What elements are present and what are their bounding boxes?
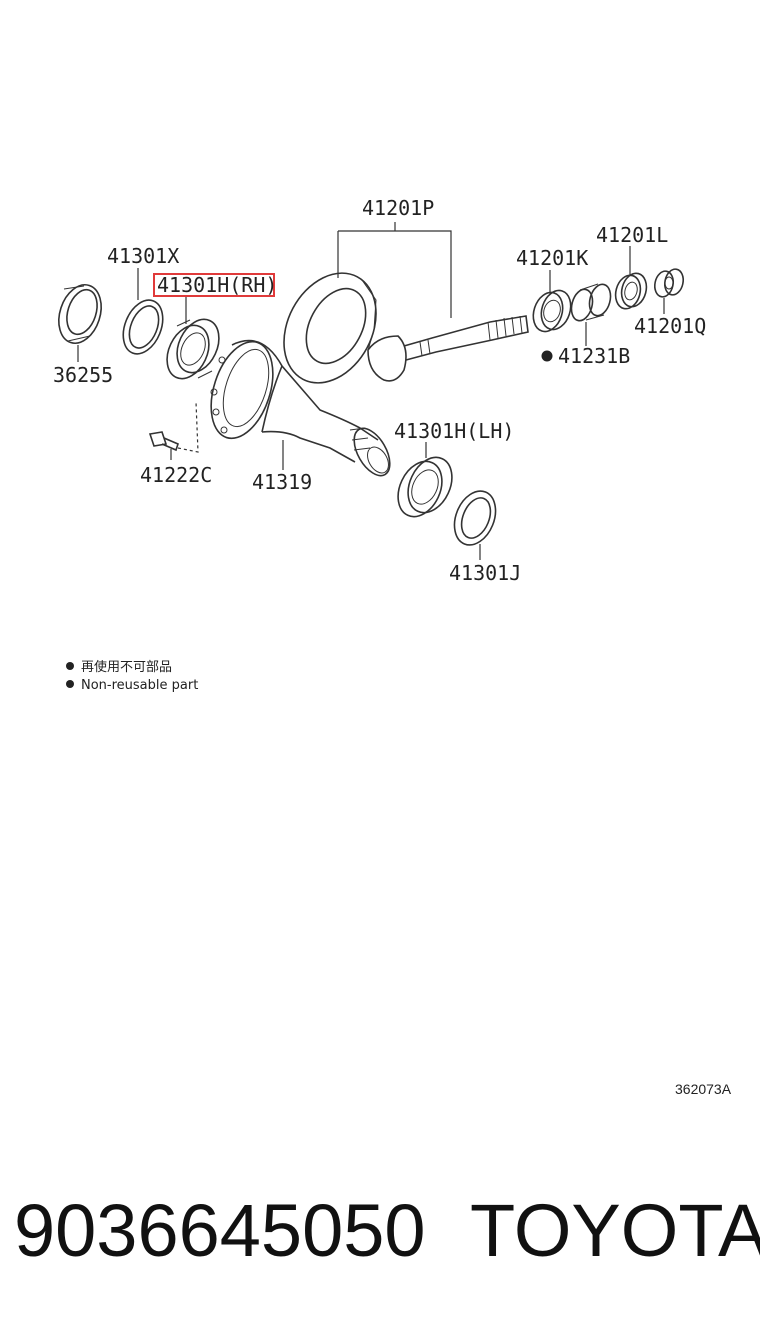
- diagram-ref-code: 362073A: [675, 1081, 732, 1097]
- part-41201L-bearing: [614, 272, 648, 310]
- part-41301H-LH-bearing: [397, 456, 453, 518]
- part-41231B-spacer: [570, 283, 612, 322]
- label-41301H-LH[interactable]: 41301H(LH): [394, 419, 514, 443]
- part-36255-oil-seal: [58, 284, 102, 344]
- part-41301H-RH-bearing: [166, 318, 220, 380]
- label-41201L[interactable]: 41201L: [596, 223, 668, 247]
- label-41301X[interactable]: 41301X: [107, 244, 179, 268]
- label-41301H-RH[interactable]: 41301H(RH): [157, 273, 277, 297]
- label-41301J[interactable]: 41301J: [449, 561, 521, 585]
- legend-line-english: Non-reusable part: [81, 678, 198, 693]
- highlight-box-41301H-RH: [153, 273, 275, 297]
- part-41201Q-nut: [653, 268, 685, 298]
- part-41201K-bearing: [532, 289, 572, 333]
- legend-bullet-2: [66, 680, 74, 688]
- part-41222C-bolt: [148, 401, 199, 453]
- label-41222C[interactable]: 41222C: [140, 463, 212, 487]
- label-41201P[interactable]: 41201P: [362, 196, 434, 220]
- leader-lines: [77, 222, 665, 560]
- label-41231B[interactable]: 41231B: [558, 344, 630, 368]
- legend-bullet-1: [66, 662, 74, 670]
- label-41319[interactable]: 41319: [252, 470, 312, 494]
- part-41301X-shim: [122, 299, 164, 355]
- non-reusable-marker-41231B: [541, 350, 553, 362]
- part-41301J-shim: [453, 490, 497, 546]
- brand-name: TOYOTA: [470, 1189, 760, 1272]
- part-41319-differential-case: [210, 339, 391, 477]
- part-number: 9036645050: [14, 1189, 426, 1272]
- label-41201K[interactable]: 41201K: [516, 246, 588, 270]
- label-36255[interactable]: 36255: [53, 363, 113, 387]
- legend-line-japanese: 再使用不可部品: [81, 659, 172, 675]
- legend: 再使用不可部品 Non-reusable part: [66, 659, 198, 693]
- label-41201Q[interactable]: 41201Q: [634, 314, 706, 338]
- part-41201P-ring-gear-pinion: [283, 272, 529, 384]
